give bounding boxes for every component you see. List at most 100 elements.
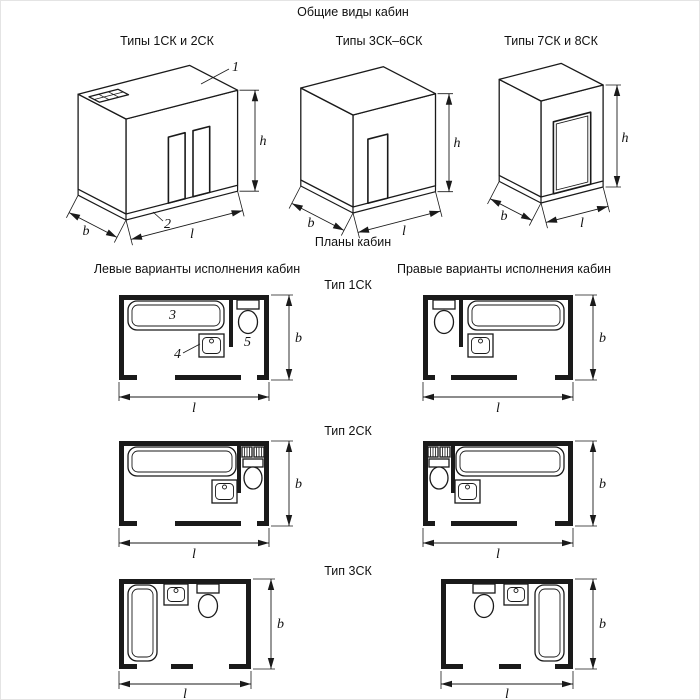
plan-type3-right: b l bbox=[440, 578, 606, 699]
view1-dim-h-label: h bbox=[260, 134, 267, 149]
plan-type2-right-dim-l: l bbox=[422, 528, 574, 562]
plan1-toilet bbox=[236, 299, 260, 335]
plan2-walls bbox=[119, 441, 269, 526]
plan1-bathtub bbox=[127, 300, 225, 331]
plan-type3-left-dim-l: l bbox=[118, 671, 252, 700]
plan-type3-right-dim-b: b bbox=[575, 578, 606, 670]
plan3-bathtub bbox=[127, 584, 158, 662]
plan-type3-right-dim-l: l bbox=[440, 671, 574, 699]
plan1-bathtub-inner bbox=[131, 304, 221, 327]
plan-type1-label: Тип 1СК bbox=[324, 278, 372, 292]
plan-type1-right-drawing bbox=[422, 294, 574, 381]
view3-label: Типы 7СК и 8СК bbox=[504, 34, 598, 48]
callout-1-label: 1 bbox=[232, 60, 239, 75]
view3-dim-l-label: l bbox=[580, 216, 584, 231]
view2-dim-h-label: h bbox=[454, 136, 461, 151]
callout-5-label: 5 bbox=[244, 335, 251, 350]
plan-type1-right-dim-l-label: l bbox=[496, 401, 500, 416]
view2-cabin-box bbox=[300, 66, 437, 214]
plan1-partition-wall bbox=[229, 300, 233, 347]
view3-cabin-box bbox=[498, 62, 604, 204]
view3-dim-b: b bbox=[487, 181, 542, 226]
plan-type3-right-dim-b-label: b bbox=[599, 617, 606, 632]
view2-dim-l-label: l bbox=[402, 224, 406, 239]
view2-dim-h: h bbox=[437, 93, 461, 193]
plan2-vent-blocks bbox=[241, 446, 265, 458]
plan2-partition-wall bbox=[237, 446, 241, 493]
view3-dim-l: l bbox=[540, 186, 610, 231]
plan-type2-right-drawing bbox=[422, 440, 574, 527]
plan-type2-drawing bbox=[119, 441, 269, 526]
plan1-callout-4: 4 bbox=[174, 343, 201, 362]
plan-type1-drawing bbox=[119, 295, 269, 380]
title-general-views: Общие виды кабин bbox=[297, 5, 409, 19]
plan2-bathtub-inner bbox=[131, 450, 233, 473]
view2-roof-face bbox=[300, 66, 437, 116]
view3-roof-face bbox=[498, 62, 604, 102]
plan3-walls bbox=[119, 579, 251, 669]
plan-type2-right: b l bbox=[422, 440, 606, 562]
plan1-toilet-bowl bbox=[237, 309, 259, 335]
view1-dim-l-label: l bbox=[190, 227, 194, 242]
plan-type3-left-dim-b-label: b bbox=[277, 617, 284, 632]
view3-base-pallet bbox=[498, 175, 604, 204]
view2-dim-b: b bbox=[288, 185, 354, 236]
plan-type3-left: b l bbox=[118, 578, 284, 700]
subtitle-left-variants: Левые варианты исполнения кабин bbox=[94, 262, 300, 276]
plan-type2-label: Тип 2СК bbox=[324, 424, 372, 438]
view1-roof-face bbox=[77, 64, 239, 120]
plan-type1-left-dim-l-label: l bbox=[192, 401, 196, 416]
view1-cabin-box bbox=[77, 64, 239, 221]
plan-type3-left-dim-b: b bbox=[253, 578, 284, 670]
view2-base-pallet bbox=[300, 180, 437, 214]
plan-type1-left-dim-b: b bbox=[271, 294, 302, 381]
view2-dim-l: l bbox=[352, 191, 443, 239]
view1-door-2 bbox=[192, 125, 211, 198]
plan2-toilet-bowl bbox=[243, 466, 263, 490]
plan-type2-right-dim-b-label: b bbox=[599, 477, 606, 492]
plan-type2-left-dim-l-label: l bbox=[192, 547, 196, 562]
plan2-bathtub bbox=[127, 446, 237, 477]
plan3-bathtub-inner bbox=[131, 588, 154, 658]
view1-base-pallet bbox=[77, 185, 239, 221]
general-view-2: h b l bbox=[288, 66, 461, 239]
view1-callout-2: 2 bbox=[152, 211, 171, 232]
subtitle-right-variants: Правые варианты исполнения кабин bbox=[397, 262, 611, 276]
plan-type1-left: 3 4 5 b l bbox=[118, 294, 302, 416]
view3-door bbox=[552, 111, 592, 195]
view1-dim-b-label: b bbox=[83, 224, 90, 239]
plan2-sink bbox=[211, 479, 238, 504]
plan-type1-right-dim-b: b bbox=[575, 294, 606, 381]
view1-door-1 bbox=[167, 131, 186, 204]
general-view-1: 1 2 h b l bbox=[66, 60, 267, 246]
view1-dim-l: l bbox=[125, 191, 245, 246]
plan-type1-left-dim-b-label: b bbox=[295, 331, 302, 346]
plan-type3-right-drawing bbox=[440, 578, 574, 670]
plan3-sink bbox=[163, 583, 189, 606]
plan-type3-left-dim-l-label: l bbox=[183, 687, 187, 700]
view1-label: Типы 1СК и 2СК bbox=[120, 34, 214, 48]
plan-type2-left: b l bbox=[118, 440, 302, 562]
view3-dim-b-label: b bbox=[501, 209, 508, 224]
plan-type2-left-dim-b: b bbox=[271, 440, 302, 527]
plan3-toilet-bowl bbox=[197, 593, 219, 619]
view1-dim-h: h bbox=[239, 89, 267, 192]
plan-type1-right-dim-l: l bbox=[422, 382, 574, 416]
plan2-toilet-tank bbox=[242, 458, 264, 468]
plan-type1-right-dim-b-label: b bbox=[599, 331, 606, 346]
plan-type2-right-dim-l-label: l bbox=[496, 547, 500, 562]
plan-type2-left-dim-b-label: b bbox=[295, 477, 302, 492]
view1-dim-b: b bbox=[66, 195, 127, 243]
plan-type1-left-dim-l: l bbox=[118, 382, 270, 416]
plan-type3-drawing bbox=[119, 579, 251, 669]
view2-door bbox=[367, 133, 389, 204]
general-view-3: h b l bbox=[487, 62, 629, 231]
view3-door-frame bbox=[555, 115, 589, 191]
view2-label: Типы 3СК–6СК bbox=[336, 34, 423, 48]
plan3-toilet bbox=[196, 583, 220, 619]
view3-dim-h-label: h bbox=[622, 131, 629, 146]
callout-3-label: 3 bbox=[168, 308, 176, 323]
plan-type2-right-dim-b: b bbox=[575, 440, 606, 527]
